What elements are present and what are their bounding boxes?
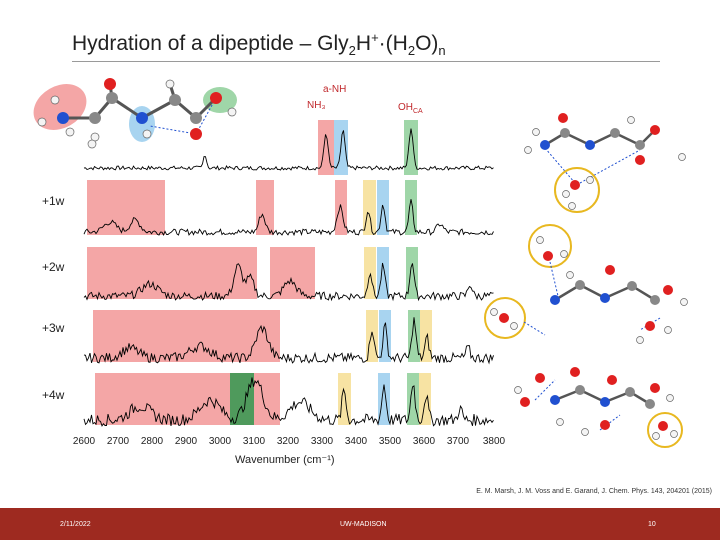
- molecule-3w: [484, 297, 546, 339]
- x-axis-label: Wavenumber (cm⁻¹): [235, 454, 335, 466]
- x-tick: 3600: [412, 436, 436, 447]
- trace-label-2w: +2w: [42, 260, 65, 274]
- x-tick: 2700: [106, 436, 130, 447]
- x-tick: 3400: [344, 436, 368, 447]
- ohca-label: OHCA: [398, 102, 423, 115]
- slide-title: Hydration of a dipeptide – Gly2H+·(H2O)n: [72, 30, 446, 59]
- molecule-4w: [514, 367, 683, 448]
- trace-label-1w: +1w: [42, 194, 65, 208]
- trace-3w: [83, 317, 494, 365]
- highlight-bands: [87, 120, 432, 425]
- x-tick: 2800: [140, 436, 164, 447]
- x-tick: 3800: [482, 436, 506, 447]
- nh3-label: NH₃: [307, 100, 326, 111]
- trace-2w: [83, 262, 494, 302]
- trace-1w: [83, 199, 494, 237]
- x-tick: 2900: [174, 436, 198, 447]
- x-tick: 3100: [242, 436, 266, 447]
- molecule-1w: [524, 113, 686, 213]
- spectrum-traces: [83, 128, 494, 427]
- x-tick: 2600: [72, 436, 96, 447]
- bare-molecule-model: [33, 78, 237, 149]
- x-tick: 3200: [276, 436, 300, 447]
- citation: E. M. Marsh, J. M. Voss and E. Garand, J…: [476, 488, 712, 495]
- anh-label: a-NH: [323, 84, 347, 95]
- trace-4w: [83, 377, 494, 427]
- trace-label-3w: +3w: [42, 321, 65, 335]
- footer-org: UW-MADISON: [340, 521, 387, 528]
- trace-label-4w: +4w: [42, 388, 65, 402]
- title-divider: [72, 61, 660, 62]
- footer-date: 2/11/2022: [60, 521, 91, 528]
- x-tick: 3700: [446, 436, 470, 447]
- trace-bare: [83, 128, 494, 171]
- hydrated-molecule-models: [484, 113, 688, 448]
- x-tick: 3500: [378, 436, 402, 447]
- footer-bar: 2/11/2022 UW-MADISON 10: [0, 508, 720, 540]
- molecule-2w: [528, 224, 688, 344]
- footer-page-number: 10: [648, 521, 656, 528]
- x-tick: 3300: [310, 436, 334, 447]
- x-tick: 3000: [208, 436, 232, 447]
- band-ohca: [404, 120, 418, 175]
